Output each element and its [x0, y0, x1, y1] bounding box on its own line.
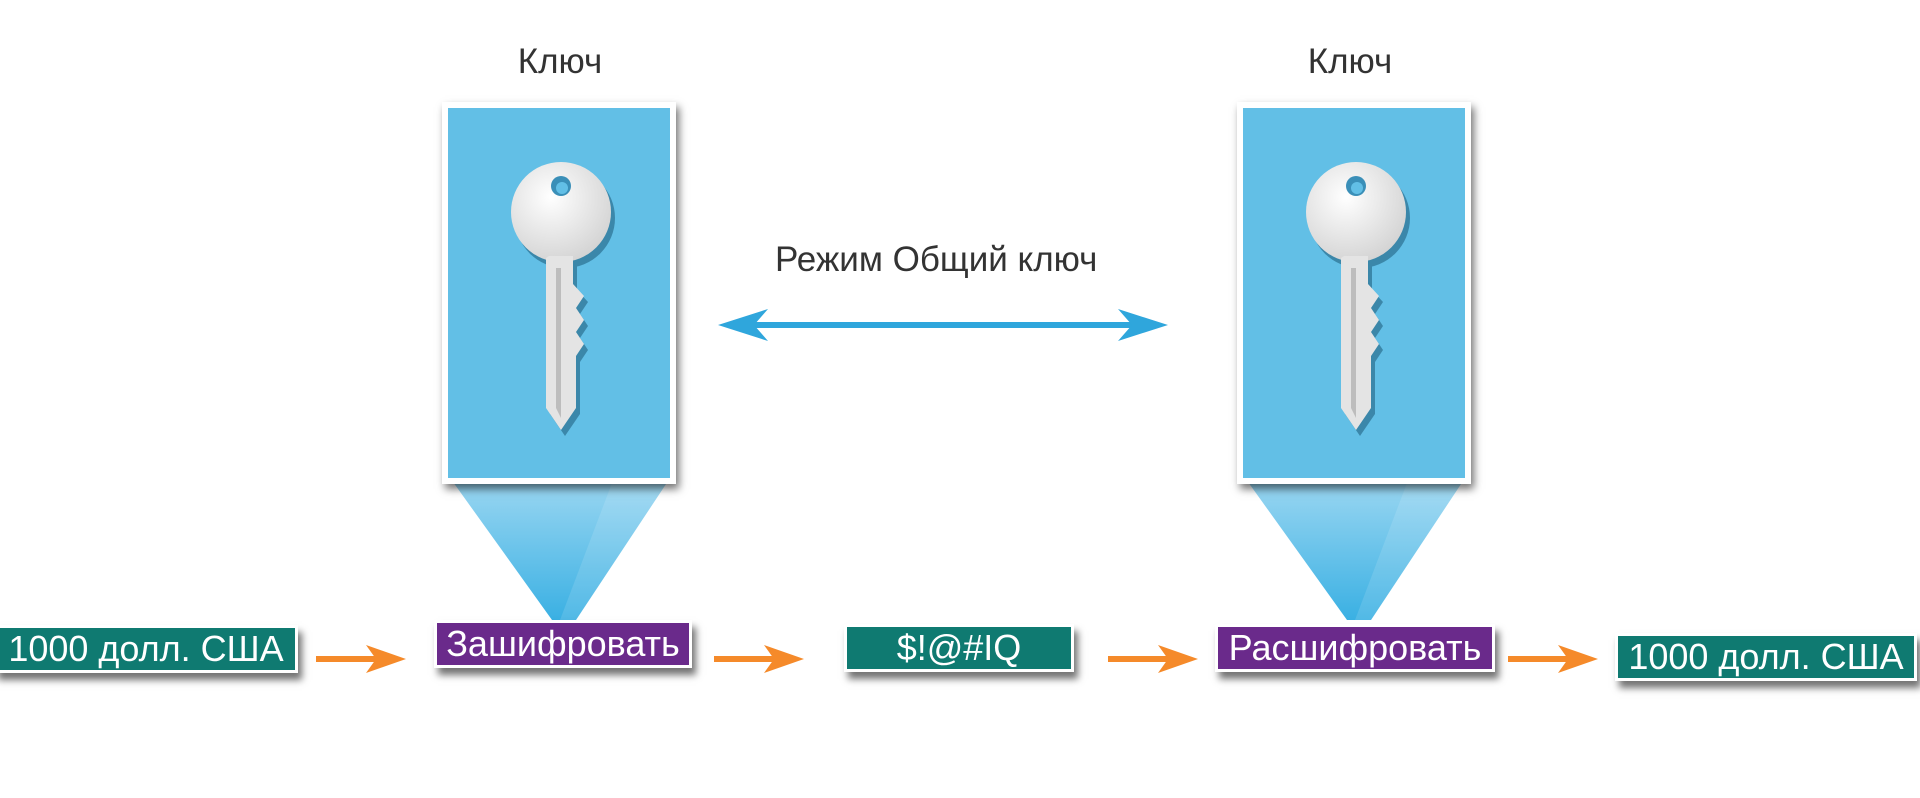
arrow-right-icon — [1108, 645, 1198, 673]
left-key-beam — [448, 475, 672, 620]
arrow-right-icon — [316, 645, 406, 673]
encrypt-box: Зашифровать — [434, 620, 692, 668]
mode-label: Режим Общий ключ — [775, 240, 1098, 279]
right-key-beam — [1243, 475, 1467, 620]
ciphertext-label: $!@#IQ — [896, 627, 1022, 668]
plaintext-output-label: 1000 долл. США — [1628, 636, 1904, 677]
decrypt-box: Расшифровать — [1215, 624, 1495, 672]
key-icon — [1306, 162, 1410, 436]
ciphertext-box: $!@#IQ — [844, 624, 1074, 672]
left-key-panel — [442, 102, 676, 484]
double-arrow-icon — [718, 309, 1168, 341]
key-icon — [511, 162, 615, 436]
decrypt-label: Расшифровать — [1228, 627, 1482, 668]
left-key-title: Ключ — [517, 42, 603, 81]
arrow-right-icon — [1508, 645, 1598, 673]
right-key-title: Ключ — [1307, 42, 1393, 81]
plaintext-input-label: 1000 долл. США — [8, 628, 284, 669]
arrow-right-icon — [714, 645, 804, 673]
plaintext-output-box: 1000 долл. США — [1615, 633, 1917, 681]
encrypt-label: Зашифровать — [446, 623, 680, 664]
plaintext-input-box: 1000 долл. США — [0, 625, 298, 673]
right-key-panel — [1237, 102, 1471, 484]
